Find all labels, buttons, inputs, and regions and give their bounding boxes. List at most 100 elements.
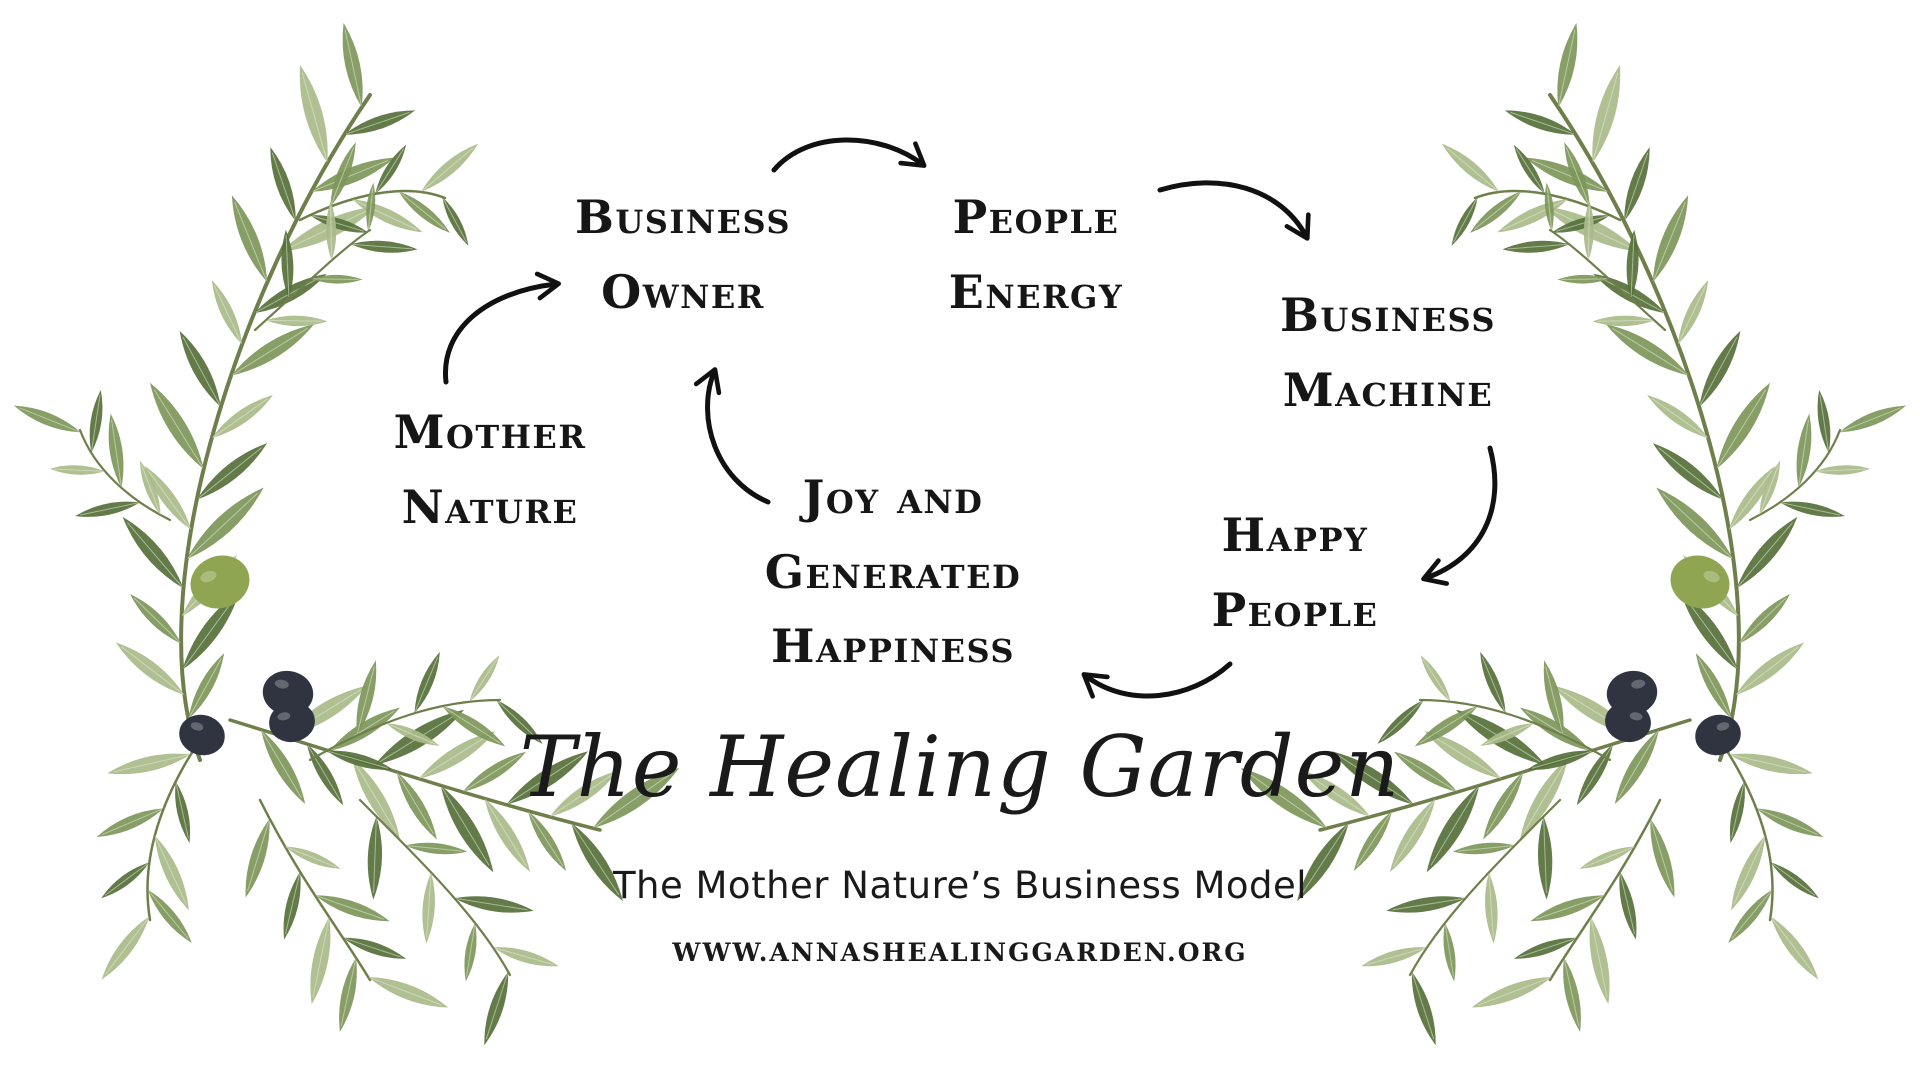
olive-leaf-vein bbox=[420, 734, 490, 779]
olive-leaf-vein bbox=[1736, 646, 1799, 695]
olive-leaf-vein bbox=[1819, 394, 1829, 451]
olive-leaf-vein bbox=[1592, 72, 1619, 162]
olive-leaf-icon bbox=[270, 146, 296, 222]
olive-leaf-vein bbox=[113, 754, 189, 773]
olive-leaf-icon bbox=[342, 22, 363, 108]
olive-leaf-icon bbox=[1839, 405, 1907, 433]
olive-leaf-icon bbox=[310, 917, 331, 1005]
olive-leaf-icon bbox=[1513, 144, 1545, 194]
olive-leaf-vein bbox=[330, 206, 333, 259]
olive-leaf-vein bbox=[175, 783, 189, 839]
node-joy-generated-happiness: Joy and Generated Happiness bbox=[765, 460, 1021, 684]
node-people-energy: People Energy bbox=[949, 180, 1123, 329]
olive-leaf-icon bbox=[245, 818, 270, 898]
olive-leaf-vein bbox=[313, 278, 359, 280]
olive-leaf-icon bbox=[396, 771, 437, 840]
olive-leaf-icon bbox=[1592, 315, 1655, 327]
olive-leaf-vein bbox=[507, 755, 582, 805]
olive-leaf-vein bbox=[330, 147, 355, 206]
olive-leaf-icon bbox=[283, 871, 301, 940]
olive-leaf-vein bbox=[494, 947, 554, 966]
olive-leaf-icon bbox=[420, 143, 479, 192]
olive-leaf-icon bbox=[440, 785, 494, 873]
olive-leaf-vein bbox=[182, 596, 236, 669]
node-label-line: Nature bbox=[401, 479, 579, 534]
olive-leaf-icon bbox=[101, 916, 150, 980]
olive-leaf-icon bbox=[386, 723, 440, 746]
olive-leaf-icon bbox=[356, 660, 377, 736]
olive-fruit-highlight bbox=[274, 679, 289, 689]
olive-leaf-icon bbox=[1394, 751, 1458, 792]
olive-leaf-icon bbox=[1543, 660, 1564, 736]
branch-stem bbox=[78, 428, 172, 522]
olive-leaf-icon bbox=[149, 382, 204, 470]
olive-leaf-vein bbox=[271, 152, 296, 220]
website-link[interactable]: WWW.ANNASHEALINGGARDEN.ORG bbox=[672, 938, 1248, 967]
olive-leaf-icon bbox=[175, 781, 191, 844]
olive-leaf-icon bbox=[344, 110, 416, 135]
olive-leaf-icon bbox=[1652, 195, 1689, 283]
olive-leaf-icon bbox=[326, 750, 394, 770]
branch-stem bbox=[1718, 738, 1774, 922]
olive-leaf-vein bbox=[1478, 977, 1551, 1006]
olive-leaf-vein bbox=[1430, 786, 1479, 866]
olive-leaf-icon bbox=[129, 593, 182, 644]
olive-leaf-vein bbox=[1393, 799, 1435, 867]
olive-leaf-vein bbox=[1411, 973, 1435, 1040]
olive-leaf-icon bbox=[469, 655, 500, 702]
olive-leaf-icon bbox=[1583, 201, 1594, 261]
olive-leaf-vein bbox=[127, 522, 183, 588]
olive-leaf-icon bbox=[1614, 729, 1659, 804]
node-label-line: Owner bbox=[601, 264, 765, 319]
olive-leaf-icon bbox=[1301, 770, 1371, 817]
edge-mother-nature-to-business-owner bbox=[443, 271, 561, 385]
branch-stem bbox=[358, 798, 512, 977]
olive-leaf-vein bbox=[307, 745, 341, 801]
olive-leaf-icon bbox=[314, 895, 390, 922]
olive-leaf-vein bbox=[1561, 278, 1607, 280]
olive-leaf-icon bbox=[496, 700, 543, 744]
olive-leaf-icon bbox=[1426, 785, 1480, 873]
olive-leaf-vein bbox=[1556, 215, 1609, 232]
olive-leaf-vein bbox=[466, 924, 476, 977]
olive-leaf-vein bbox=[1733, 837, 1765, 905]
olive-leaf-vein bbox=[1624, 152, 1649, 220]
olive-leaf-icon bbox=[1557, 274, 1609, 284]
olive-leaf-icon bbox=[1386, 896, 1466, 913]
olive-leaf-vein bbox=[1531, 159, 1608, 192]
olive-leaf-icon bbox=[1680, 590, 1738, 670]
olive-leaf-vein bbox=[311, 215, 364, 232]
olive-leaf-vein bbox=[407, 845, 463, 852]
olive-leaf-vein bbox=[1781, 502, 1840, 516]
olive-leaf-icon bbox=[299, 64, 328, 163]
olive-leaf-vein bbox=[1731, 783, 1745, 839]
brand-title: The Healing Garden bbox=[519, 718, 1401, 816]
olive-leaf-icon bbox=[493, 947, 559, 967]
olive-leaf-icon bbox=[1530, 895, 1606, 922]
olive-leaf-vein bbox=[316, 895, 384, 920]
olive-leaf-icon bbox=[1817, 389, 1831, 453]
olive-leaf-icon bbox=[1414, 706, 1478, 747]
olive-leaf-vein bbox=[414, 656, 439, 712]
olive-leaf-vein bbox=[188, 658, 222, 718]
olive-leaf-vein bbox=[213, 285, 242, 343]
olive-leaf-vein bbox=[121, 646, 184, 695]
olive-leaf-icon bbox=[592, 767, 680, 829]
olive-leaf-vein bbox=[91, 394, 101, 451]
olive-leaf-vein bbox=[1356, 812, 1392, 867]
olive-leaf-vein bbox=[1543, 818, 1547, 893]
olive-leaf-vein bbox=[356, 666, 375, 734]
olive-leaf-icon bbox=[115, 642, 185, 696]
olive-leaf-vein bbox=[443, 706, 501, 744]
olive-leaf-vein bbox=[1338, 755, 1413, 805]
olive-leaf-icon bbox=[1526, 750, 1594, 770]
olive-leaf-vein bbox=[1546, 186, 1553, 230]
olive-leaf-vein bbox=[104, 863, 148, 896]
olive-leaf-icon bbox=[454, 896, 534, 913]
olive-leaf-icon bbox=[311, 274, 363, 284]
olive-leaf-vein bbox=[1587, 206, 1590, 259]
olive-leaf-vein bbox=[54, 468, 103, 472]
olive-leaf-icon bbox=[1480, 723, 1534, 746]
olive-fruit-icon bbox=[269, 701, 315, 743]
olive-leaf-icon bbox=[179, 330, 221, 407]
